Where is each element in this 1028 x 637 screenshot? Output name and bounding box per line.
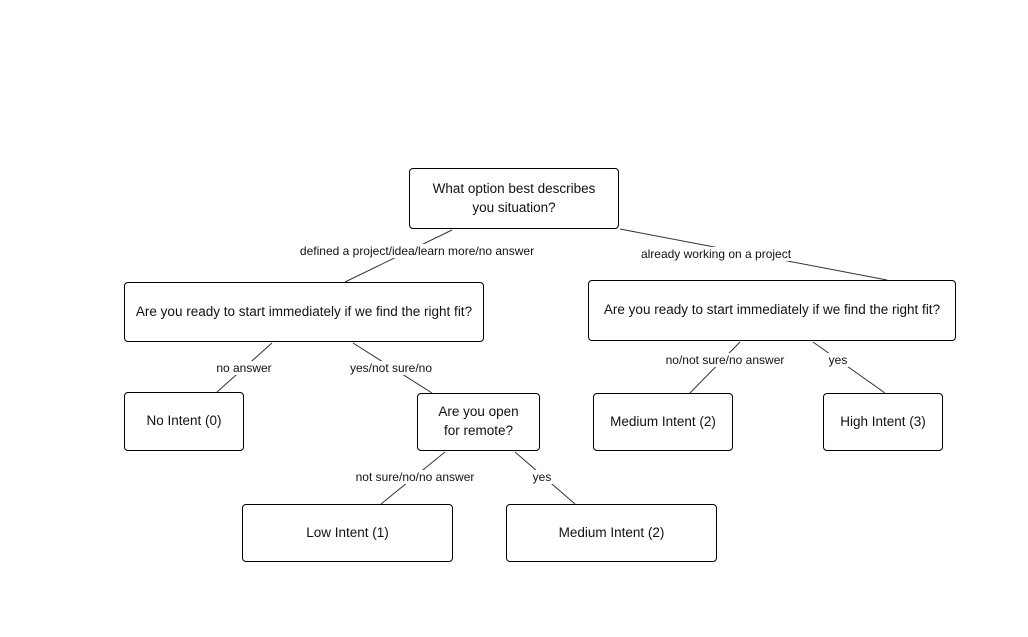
edge-label-defined-project: defined a project/idea/learn more/no ans… [296, 244, 538, 258]
node-no-intent: No Intent (0) [124, 392, 244, 451]
connector-ready-right-to-high-intent [812, 341, 886, 394]
node-open-remote-question: Are you open for remote? [417, 393, 540, 451]
edge-label-yes-right: yes [825, 353, 851, 367]
node-medium-intent-right: Medium Intent (2) [593, 393, 733, 451]
node-ready-right-question: Are you ready to start immediately if we… [588, 280, 956, 341]
node-ready-left-question: Are you ready to start immediately if we… [124, 282, 484, 342]
node-high-intent: High Intent (3) [823, 393, 943, 451]
edge-label-yes-not-sure-no: yes/not sure/no [346, 361, 436, 375]
edge-label-no-answer: no answer [213, 361, 275, 375]
edge-label-no-not-sure-no-answer: no/not sure/no answer [662, 353, 788, 367]
connector-ready-right-to-medium-intent [689, 341, 741, 394]
edge-label-already-working: already working on a project [637, 247, 795, 261]
node-low-intent: Low Intent (1) [242, 504, 453, 562]
edge-label-yes-bottom: yes [529, 470, 555, 484]
node-medium-intent-bottom: Medium Intent (2) [506, 504, 717, 562]
node-root-question: What option best describes you situation… [409, 168, 619, 229]
edge-label-not-sure-no-no-answer: not sure/no/no answer [352, 470, 478, 484]
